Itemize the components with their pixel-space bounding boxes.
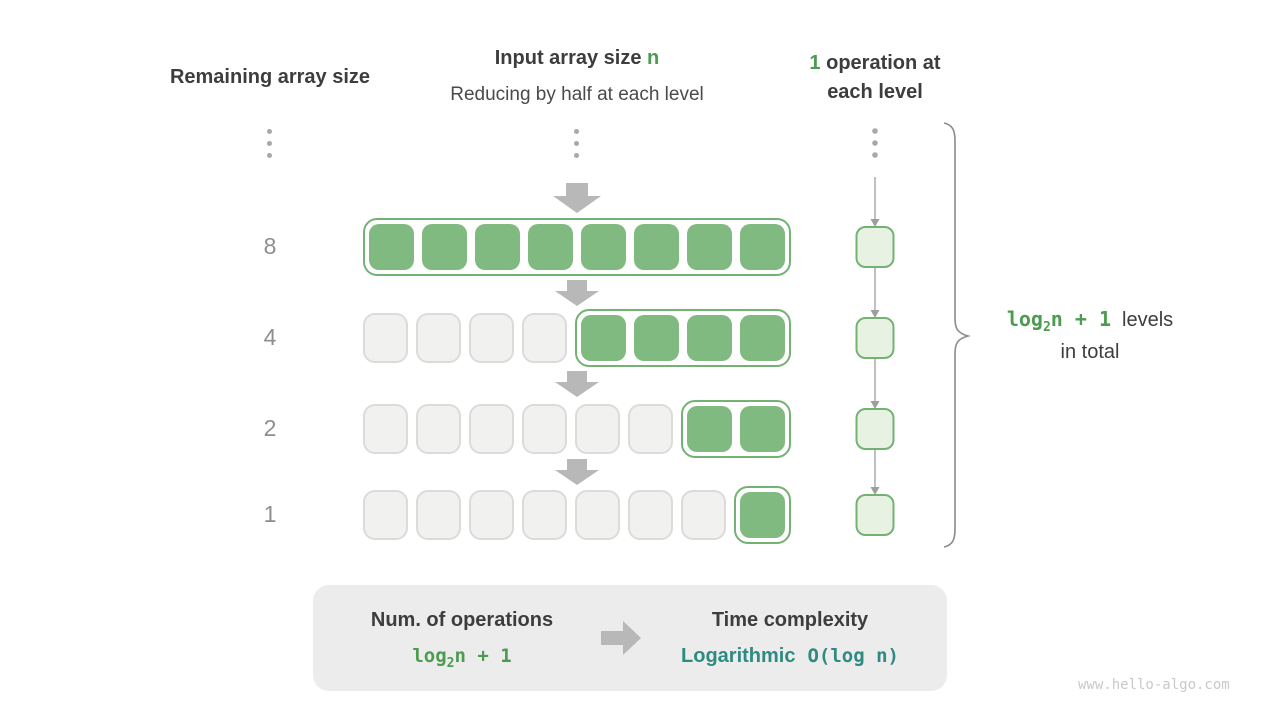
- array-cell-discarded: [416, 490, 461, 540]
- levels-total-line2: in total: [1060, 341, 1120, 363]
- right-arrow-icon: [601, 621, 641, 660]
- remaining-size-label: 2: [263, 415, 277, 441]
- ellipsis-left-icon: [267, 129, 272, 158]
- array-cell-discarded: [681, 490, 726, 540]
- header-one-operation-line2: each level: [827, 81, 923, 103]
- array-cell-discarded: [522, 404, 567, 454]
- watermark: www.hello-algo.com: [1078, 677, 1230, 693]
- array-row: [363, 486, 791, 544]
- header-input-array-size-n: n: [647, 47, 660, 69]
- remaining-size-label: 4: [263, 324, 277, 350]
- array-cell-active: [740, 406, 785, 452]
- header-input-array-size: Input array size n: [427, 47, 727, 70]
- array-cell-discarded: [416, 404, 461, 454]
- array-cell-discarded: [628, 490, 673, 540]
- array-cell-active: [581, 315, 626, 361]
- array-cell-active: [475, 224, 520, 270]
- active-subarray-group: [681, 400, 791, 458]
- array-cell-active: [528, 224, 573, 270]
- down-arrow-icon: [555, 371, 599, 402]
- array-cell-discarded: [363, 490, 408, 540]
- operations-title: Num. of operations: [370, 609, 554, 631]
- array-cell-discarded: [522, 490, 567, 540]
- array-cell-active: [740, 315, 785, 361]
- array-cell-active: [422, 224, 467, 270]
- op-cell: [855, 408, 895, 450]
- op-cell: [855, 317, 895, 359]
- array-cell-discarded: [469, 404, 514, 454]
- header-one-operation-line1: 1 operation at: [775, 52, 975, 75]
- op-cell: [855, 494, 895, 536]
- down-arrow-icon: [553, 183, 601, 218]
- ellipsis-center-icon: [574, 129, 579, 158]
- header-reducing-subtitle: Reducing by half at each level: [450, 84, 704, 105]
- levels-brace: [943, 122, 972, 548]
- down-arrow-icon: [555, 280, 599, 311]
- down-arrow-icon: [555, 459, 599, 490]
- op-cell: [855, 226, 895, 268]
- levels-total-line1: log2n + 1 levels: [980, 307, 1200, 335]
- array-cell-active: [634, 224, 679, 270]
- op-flow-arrowheads: [870, 219, 880, 495]
- complexity-title: Time complexity: [711, 609, 869, 631]
- ellipsis-right-icon: [872, 128, 878, 158]
- array-cell-active: [369, 224, 414, 270]
- array-cell-active: [740, 224, 785, 270]
- remaining-size-label: 1: [263, 501, 277, 527]
- header-one-operation-rest: operation at: [820, 52, 941, 74]
- array-cell-discarded: [416, 313, 461, 363]
- array-cell-active: [740, 492, 785, 538]
- operations-formula: log2n + 1: [412, 645, 512, 671]
- complexity-value: Logarithmic O(log n): [660, 645, 920, 668]
- active-subarray-group: [575, 309, 791, 367]
- header-input-array-size-text: Input array size: [494, 47, 648, 69]
- complexity-name: Logarithmic: [681, 645, 796, 667]
- array-cell-active: [687, 224, 732, 270]
- complexity-summary: Time complexity Logarithmic O(log n): [660, 609, 920, 668]
- operations-summary: Num. of operations log2n + 1: [332, 609, 592, 671]
- array-cell-discarded: [575, 490, 620, 540]
- levels-word: levels: [1122, 309, 1174, 331]
- array-cell-active: [687, 315, 732, 361]
- header-remaining-array-size: Remaining array size: [169, 66, 371, 88]
- array-row: [363, 309, 791, 367]
- array-row: [363, 400, 791, 458]
- op-cells: [855, 226, 895, 536]
- remaining-size-label: 8: [263, 233, 277, 259]
- array-cell-active: [687, 406, 732, 452]
- operations-column: [855, 128, 895, 536]
- levels-total-label: log2n + 1 levels in total: [980, 307, 1200, 364]
- array-cell-discarded: [363, 313, 408, 363]
- header-one-operation-count: 1: [809, 52, 821, 74]
- active-subarray-group: [734, 486, 791, 544]
- array-cell-active: [581, 224, 626, 270]
- array-cell-discarded: [363, 404, 408, 454]
- array-cell-discarded: [575, 404, 620, 454]
- array-cell-active: [634, 315, 679, 361]
- active-subarray-group: [363, 218, 791, 276]
- array-cell-discarded: [469, 490, 514, 540]
- array-row: [363, 218, 791, 276]
- array-cell-discarded: [469, 313, 514, 363]
- levels-formula: log2n + 1: [1006, 307, 1112, 335]
- array-cell-discarded: [628, 404, 673, 454]
- complexity-notation: O(log n): [807, 645, 899, 667]
- summary-box: Num. of operations log2n + 1 Time comple…: [313, 585, 947, 691]
- array-cell-discarded: [522, 313, 567, 363]
